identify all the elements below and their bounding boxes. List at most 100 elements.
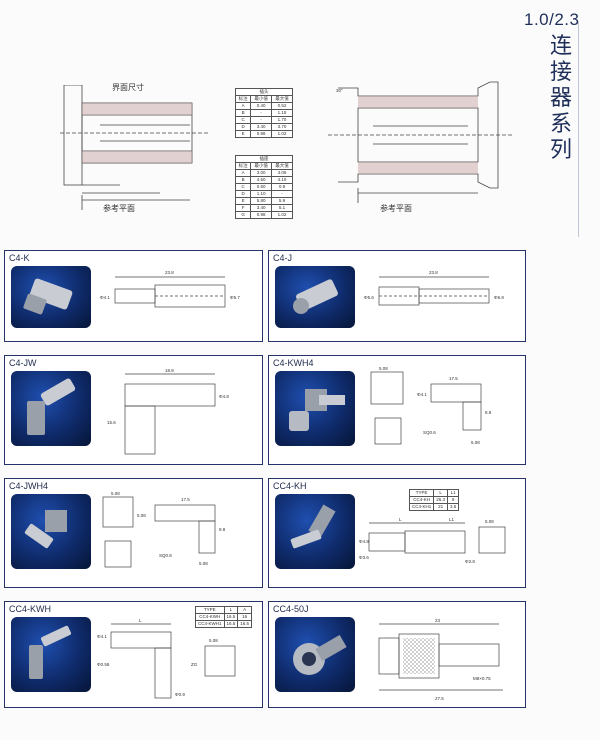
ref-plane-right: 参考平面 [380,204,412,213]
product-panel-cc4-50j: CC4-50J 23 27.5 M8×0.75 [268,601,526,708]
table-header: L [433,489,449,497]
table-cell: 3.00 [250,169,273,177]
table-header: 最小值 [250,95,273,103]
dim-label: 8.8 [485,410,492,415]
table-header: 最大值 [271,95,293,103]
product-drawing: Φ4.1 L Φ0.58 5.08 Φ0.9 ZG [97,618,236,699]
table-header: 最大值 [271,162,293,170]
table-cell: 3.40 [250,123,273,131]
product-photo [11,371,91,446]
dim-label: 5.08 [137,513,146,518]
product-panel-c4-jwh4: C4-JWH4 5.08 17.5 5.08 9.8 SQ0.8 5.08 [4,478,263,588]
table-cell: C [234,183,252,191]
product-name: C4-KWH4 [273,358,314,368]
product-name: C4-J [273,253,293,263]
table-cell: CC4-KH1 [408,503,435,511]
table-cell: - [271,190,293,198]
table-header: L [223,606,239,614]
product-photo [275,494,355,569]
product-name: C4-K [9,253,30,263]
product-panel-c4-jw: C4-JW 18.8 15.6 Φ4.8 [4,355,263,465]
table-title: 插座 [235,155,293,163]
dim-label: Φ0.9 [175,692,185,697]
table-header: 标注 [234,95,252,103]
table-cell: 3.40 [250,204,273,212]
table-header: L1 [447,489,460,497]
dim-label: SQ0.6 [423,430,436,435]
dim-label: Φ4.8 [219,394,229,399]
table-cell: 9 [447,496,460,504]
dim-label: L [399,517,402,522]
product-drawing: 18.8 15.6 Φ4.8 [107,368,229,455]
table-cell: 1.15 [271,109,293,117]
table-cell: 16.5 [237,620,253,628]
table-cell: G [234,211,252,219]
table-cell: 0.9 [271,183,293,191]
table-cell: - [250,116,273,124]
divider-line [578,22,579,237]
dim-label: Φ5.7 [230,295,240,300]
product-photo [275,371,355,446]
table-cell: 5.1 [271,204,293,212]
table-cell: A [234,102,252,110]
dim-label: 5.08 [379,366,388,371]
series-number: 1.0/2.3 [524,10,580,29]
dim-label: Φ4.8 [359,539,369,544]
interface-drawing-plug [60,85,210,210]
dim-label: 5.08 [209,638,218,643]
dim-label: 5.08 [485,519,494,524]
interface-title: 界面尺寸 [112,83,144,92]
dim-label: 17.5 [181,497,190,502]
table-cell: F [234,204,252,212]
table-header: TYPE [195,606,225,614]
dim-label: 5.08 [199,561,208,566]
table-cell: 4.50 [250,176,273,184]
table-cell: 0.52 [271,102,293,110]
table-cell: D [234,123,252,131]
dim-label: Φ5.6 [364,295,374,300]
product-name: CC4-KWH [9,604,51,614]
table-cell: C [234,116,252,124]
product-drawing: 23.8 Φ4.1 Φ5.7 [100,270,240,308]
product-panel-c4-j: C4-J 23.8 Φ5.6 Φ6.8 [268,250,526,342]
product-name: C4-JW [9,358,37,368]
product-photo [11,617,91,692]
product-photo [275,266,355,328]
table-cell: 1.02 [271,130,293,138]
product-panel-c4-kwh4: C4-KWH4 5.08 17.5 Φ4.1 8.8 5.08 SQ0.6 [268,355,526,465]
table-cell: E [234,130,252,138]
product-photo [275,617,355,692]
product-name: C4-JWH4 [9,481,49,491]
interface-drawing-jack: 30° [328,81,513,203]
dim-label: 15.6 [107,420,116,425]
product-drawing: 5.08 17.5 Φ4.1 8.8 5.08 SQ0.6 [370,366,492,445]
dim-label: 27.5 [435,696,444,701]
table-cell: 3.06 [271,169,293,177]
table-cell: E [234,197,252,205]
product-name: CC4-KH [273,481,307,491]
product-name: CC4-50J [273,604,309,614]
dim-label: Φ4.1 [417,392,427,397]
dim-label: SQ0.8 [159,553,172,558]
table-cell: 0.50 [250,183,273,191]
product-drawing: 5.08 17.5 5.08 9.8 SQ0.8 5.08 [102,491,226,568]
table-cell: D [234,190,252,198]
table-cell: 1.02 [271,211,293,219]
dim-label: 23.8 [429,270,438,275]
dim-label: 23 [435,618,441,623]
dim-label: 5.08 [111,491,120,496]
dim-label: Φ3.6 [359,555,369,560]
table-cell: 26.3 [433,496,449,504]
table-cell: 5.9 [271,197,293,205]
table-cell: 21 [433,503,449,511]
dim-label: 5.08 [471,440,480,445]
table-cell: - [250,109,273,117]
dim-label: 9.8 [219,527,226,532]
dim-label: 23.8 [165,270,174,275]
dim-label: ZG [191,662,198,667]
angle-label: 30° [336,88,343,93]
dim-label: M8×0.75 [473,676,491,681]
